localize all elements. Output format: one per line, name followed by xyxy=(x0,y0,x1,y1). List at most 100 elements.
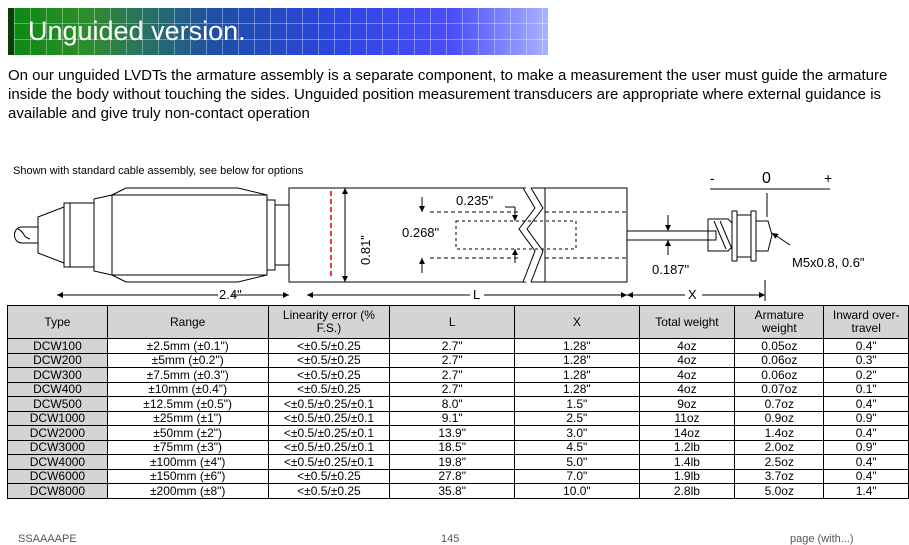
spec-table: Type Range Linearity error (% F.S.) L X … xyxy=(7,305,909,499)
table-row: DCW400 ±10mm (±0.4") <±0.5/±0.25 2.7" 1.… xyxy=(7,381,909,397)
cell-total-weight: 4oz xyxy=(638,367,736,383)
cell-linearity: <±0.5/±0.25 xyxy=(267,483,391,499)
cell-linearity: <±0.5/±0.25 xyxy=(267,367,391,383)
cell-armature-weight: 3.7oz xyxy=(734,468,825,484)
cell-l: 2.7" xyxy=(389,338,516,354)
cell-range: ±200mm (±8") xyxy=(106,483,269,499)
intro-paragraph: On our unguided LVDTs the armature assem… xyxy=(8,67,888,122)
table-header-row: Type Range Linearity error (% F.S.) L X … xyxy=(7,305,909,339)
cell-l: 35.8" xyxy=(389,483,516,499)
dim-24: 2.4" xyxy=(219,287,242,302)
table-row: DCW6000 ±150mm (±6") <±0.5/±0.25 27.8" 7… xyxy=(7,468,909,484)
cell-total-weight: 1.9lb xyxy=(638,468,736,484)
cell-type: DCW100 xyxy=(7,338,108,354)
dim-l: L xyxy=(473,287,480,302)
cell-linearity: <±0.5/±0.25/±0.1 xyxy=(267,396,391,412)
header-armature-weight: Armature weight xyxy=(734,305,825,339)
cell-overtravel: 0.4" xyxy=(823,454,909,470)
cell-total-weight: 11oz xyxy=(638,410,736,426)
cell-range: ±2.5mm (±0.1") xyxy=(106,338,269,354)
range-minus: - xyxy=(710,170,715,186)
cell-total-weight: 1.2lb xyxy=(638,439,736,455)
cell-total-weight: 9oz xyxy=(638,396,736,412)
cell-l: 2.7" xyxy=(389,352,516,368)
cell-armature-weight: 0.06oz xyxy=(734,367,825,383)
table-row: DCW100 ±2.5mm (±0.1") <±0.5/±0.25 2.7" 1… xyxy=(7,338,909,354)
header-l: L xyxy=(389,305,516,339)
cell-linearity: <±0.5/±0.25/±0.1 xyxy=(267,410,391,426)
cell-l: 2.7" xyxy=(389,381,516,397)
transducer-body xyxy=(288,185,628,284)
cell-type: DCW1000 xyxy=(7,410,108,426)
cell-overtravel: 0.4" xyxy=(823,468,909,484)
table-row: DCW500 ±12.5mm (±0.5") <±0.5/±0.25/±0.1 … xyxy=(7,396,909,412)
cell-overtravel: 0.4" xyxy=(823,338,909,354)
cell-overtravel: 0.9" xyxy=(823,439,909,455)
cell-linearity: <±0.5/±0.25 xyxy=(267,381,391,397)
table-row: DCW1000 ±25mm (±1") <±0.5/±0.25/±0.1 9.1… xyxy=(7,410,909,426)
cell-linearity: <±0.5/±0.25/±0.1 xyxy=(267,454,391,470)
cell-overtravel: 0.9" xyxy=(823,410,909,426)
dim-x: X xyxy=(688,287,697,302)
cell-range: ±25mm (±1") xyxy=(106,410,269,426)
banner-title: Unguided version. xyxy=(28,16,246,46)
cell-l: 13.9" xyxy=(389,425,516,441)
armature-rod xyxy=(626,210,773,262)
cell-l: 19.8" xyxy=(389,454,516,470)
header-linearity: Linearity error (% F.S.) xyxy=(267,305,391,339)
cell-armature-weight: 0.9oz xyxy=(734,410,825,426)
cell-type: DCW400 xyxy=(7,381,108,397)
dim-0187: 0.187" xyxy=(652,262,690,277)
cell-type: DCW3000 xyxy=(7,439,108,455)
cell-overtravel: 1.4" xyxy=(823,483,909,499)
cell-type: DCW500 xyxy=(7,396,108,412)
header-range: Range xyxy=(106,305,269,339)
cable-assembly xyxy=(14,187,290,283)
cell-overtravel: 0.2" xyxy=(823,367,909,383)
title-banner: Unguided version. xyxy=(8,8,548,55)
cell-armature-weight: 0.7oz xyxy=(734,396,825,412)
cell-x: 1.28" xyxy=(514,352,640,368)
footer-page-number: 145 xyxy=(441,533,460,545)
cell-x: 4.5" xyxy=(514,439,640,455)
cell-range: ±7.5mm (±0.3") xyxy=(106,367,269,383)
table-row: DCW4000 ±100mm (±4") <±0.5/±0.25/±0.1 19… xyxy=(7,454,909,470)
cell-x: 1.28" xyxy=(514,381,640,397)
header-overtravel: Inward over-travel xyxy=(823,305,909,339)
header-type: Type xyxy=(7,305,108,339)
cell-linearity: <±0.5/±0.25/±0.1 xyxy=(267,439,391,455)
cell-x: 10.0" xyxy=(514,483,640,499)
cell-total-weight: 4oz xyxy=(638,338,736,354)
dimension-lines xyxy=(57,188,830,301)
cell-type: DCW4000 xyxy=(7,454,108,470)
cell-armature-weight: 5.0oz xyxy=(734,483,825,499)
cell-range: ±10mm (±0.4") xyxy=(106,381,269,397)
cell-overtravel: 0.4" xyxy=(823,425,909,441)
cell-total-weight: 1.4lb xyxy=(638,454,736,470)
cell-armature-weight: 0.07oz xyxy=(734,381,825,397)
diagram-caption: Shown with standard cable assembly, see … xyxy=(13,165,304,177)
range-zero: 0 xyxy=(762,170,771,187)
cell-range: ±75mm (±3") xyxy=(106,439,269,455)
cell-overtravel: 0.3" xyxy=(823,352,909,368)
cell-armature-weight: 0.05oz xyxy=(734,338,825,354)
table-row: DCW2000 ±50mm (±2") <±0.5/±0.25/±0.1 13.… xyxy=(7,425,909,441)
cell-x: 1.28" xyxy=(514,338,640,354)
cell-l: 27.8" xyxy=(389,468,516,484)
cell-armature-weight: 2.0oz xyxy=(734,439,825,455)
footer-right: page (with...) xyxy=(790,533,854,545)
header-total-weight: Total weight xyxy=(638,305,736,339)
cell-type: DCW2000 xyxy=(7,425,108,441)
header-x: X xyxy=(514,305,640,339)
table-row: DCW3000 ±75mm (±3") <±0.5/±0.25/±0.1 18.… xyxy=(7,439,909,455)
cell-l: 8.0" xyxy=(389,396,516,412)
cell-type: DCW200 xyxy=(7,352,108,368)
lvdt-drawing: 0.235" 0.268" 0.81" 0.187" M5x0.8, 0.6" … xyxy=(14,170,865,302)
cell-range: ±150mm (±6") xyxy=(106,468,269,484)
cell-range: ±5mm (±0.2") xyxy=(106,352,269,368)
dim-0268: 0.268" xyxy=(402,225,440,240)
cell-l: 9.1" xyxy=(389,410,516,426)
footer-left: SSAAAAPE xyxy=(18,533,77,545)
cell-type: DCW300 xyxy=(7,367,108,383)
cell-linearity: <±0.5/±0.25 xyxy=(267,468,391,484)
